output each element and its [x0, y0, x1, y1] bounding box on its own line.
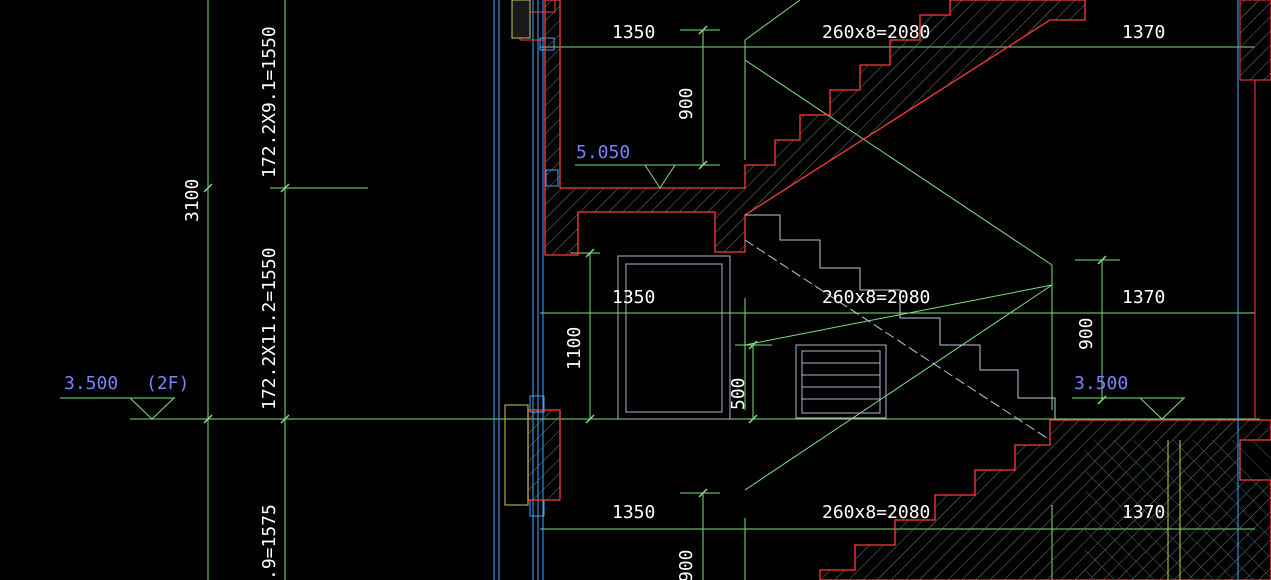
- upper-landing-slab: [511, 0, 1086, 256]
- dim-riser-bottom: .9=1575: [259, 504, 280, 580]
- dim-900-bottom: 900: [676, 549, 697, 580]
- dim-900-upper: 900: [676, 87, 697, 120]
- dim-top-left: 1350: [612, 22, 655, 43]
- window-elevation: [617, 255, 731, 420]
- dim-mid-right: 1370: [1122, 287, 1165, 308]
- dim-3100: 3100: [182, 179, 203, 222]
- dimension-ticks: [203, 25, 1107, 498]
- dim-mid-left: 1350: [612, 287, 655, 308]
- dim-riser-upper: 172.2X9.1=1550: [259, 26, 280, 178]
- dim-bot-right: 1370: [1122, 502, 1165, 523]
- dim-mid-mid: 260x8=2080: [822, 287, 930, 308]
- dim-bot-mid: 260x8=2080: [822, 502, 930, 523]
- level-3500-left: 3.500: [64, 373, 118, 394]
- dim-top-mid: 260x8=2080: [822, 22, 930, 43]
- dim-1100: 1100: [564, 327, 585, 370]
- dim-900-right: 900: [1076, 317, 1097, 350]
- level-2f-tag: (2F): [146, 373, 189, 394]
- level-5050: 5.050: [576, 142, 630, 163]
- dim-riser-lower: 172.2X11.2=1550: [259, 247, 280, 410]
- level-markers: [60, 164, 1186, 420]
- right-column: [1237, 0, 1271, 580]
- floor-slab-2f: [504, 404, 1271, 580]
- middle-stair-run: [744, 214, 1056, 441]
- dim-bot-left: 1350: [612, 502, 655, 523]
- dim-500: 500: [728, 377, 749, 410]
- dim-top-right: 1370: [1122, 22, 1165, 43]
- level-3500-right: 3.500: [1074, 373, 1128, 394]
- louver-vent: [795, 344, 887, 419]
